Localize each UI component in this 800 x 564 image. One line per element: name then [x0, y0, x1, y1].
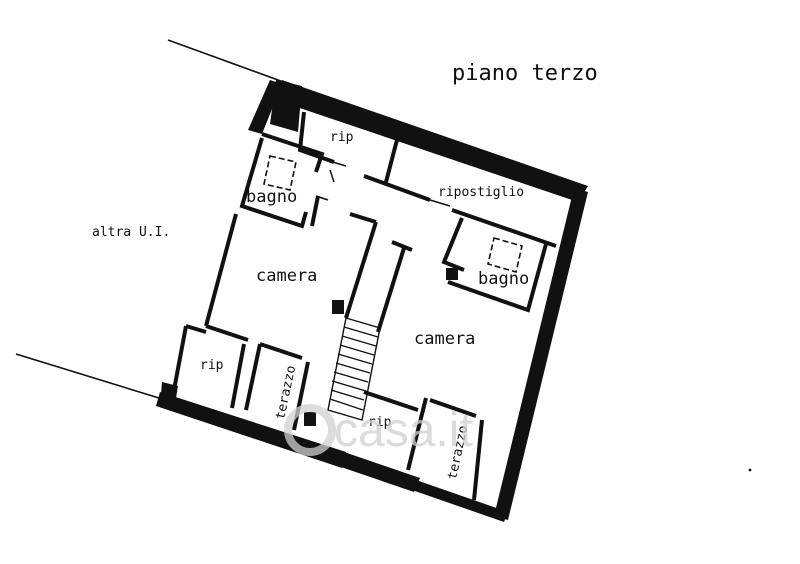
interior-walls [172, 111, 557, 501]
room-label-camera-left: camera [256, 266, 317, 286]
staircase [327, 317, 381, 421]
room-label-rip-left: rip [200, 358, 224, 373]
wall-blocks [304, 268, 458, 426]
shower-icon [487, 236, 523, 274]
shower-icon [263, 155, 297, 191]
room-label-camera-right: camera [414, 329, 475, 349]
room-label-bagno-right: bagno [478, 269, 529, 289]
adjacent-unit-label: altra U.I. [92, 225, 170, 240]
stray-dot [748, 468, 752, 472]
outer-walls [156, 80, 588, 522]
room-label-rip-top: rip [330, 130, 354, 145]
watermark-text: casa.it [334, 404, 473, 457]
room-label-bagno-left: bagno [246, 187, 297, 207]
watermark-logo: casa.it [284, 404, 473, 457]
room-label-ripostiglio: ripostiglio [438, 185, 524, 200]
room-label-rip-bottom: rip [368, 415, 392, 430]
boundary-lines [15, 39, 301, 403]
plan-title: piano terzo [452, 61, 598, 86]
door-marks [315, 159, 451, 207]
